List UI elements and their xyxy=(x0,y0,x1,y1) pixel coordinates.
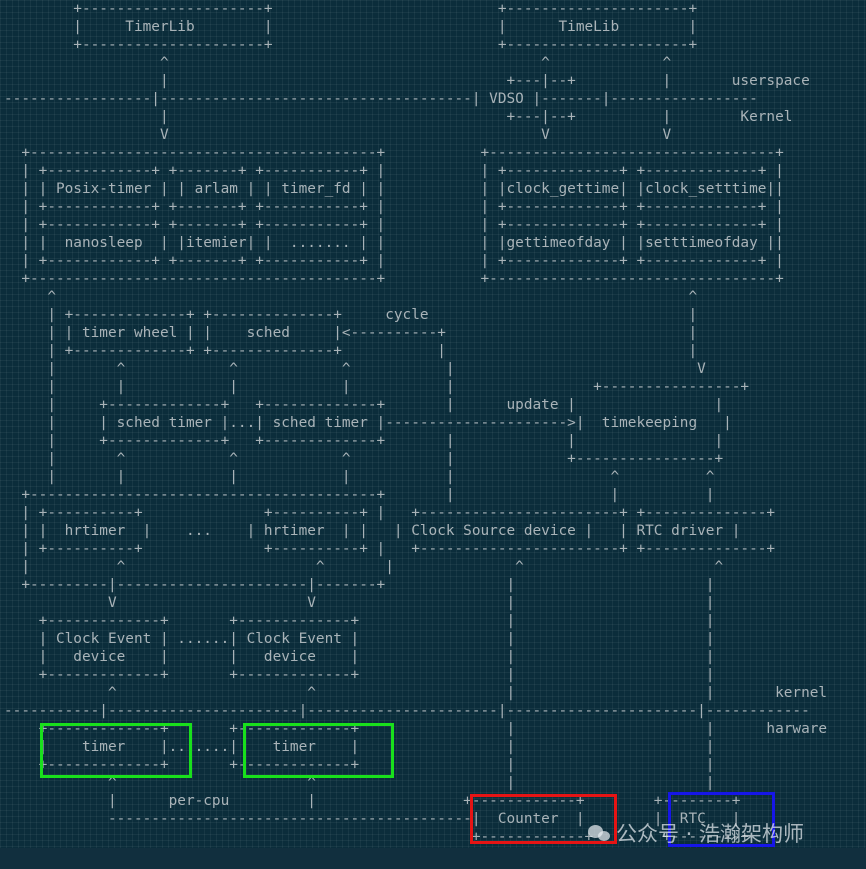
diagram-line: V V V xyxy=(4,127,672,143)
diagram-line: -----------------|----------------------… xyxy=(4,91,758,107)
diagram-line: | | Posix-timer | | arlam | | timer_fd |… xyxy=(4,181,784,197)
diagram-line: | +------------+ +-------+ +-----------+… xyxy=(4,199,784,215)
diagram-line: +---------------------------------------… xyxy=(4,271,784,287)
diagram-line: +---------------------+ +---------------… xyxy=(4,1,698,17)
watermark-text: 公众号 · 浩瀚架构师 xyxy=(616,822,805,846)
diagram-line: ^ ^ ^ xyxy=(4,55,672,71)
diagram-line: | Clock Event | ......| Clock Event | | … xyxy=(4,631,715,647)
diagram-line: -----------|----------------------|-----… xyxy=(4,703,810,719)
diagram-line: +---------|----------------------|------… xyxy=(4,577,715,593)
counter-box-highlight xyxy=(470,794,617,844)
diagram-line: | +-------------+ +-------------+ | | | xyxy=(4,433,724,449)
diagram-line: | | nanosleep | |itemier| | ....... | | … xyxy=(4,235,784,251)
diagram-line: +-------------+ +-------------+ | | xyxy=(4,757,715,773)
diagram-line: ^ ^ | | kernel xyxy=(4,685,828,701)
diagram-line: | device | | device | | | xyxy=(4,649,715,665)
diagram-line: | +----------+ +----------+ | +---------… xyxy=(4,541,776,557)
diagram-line: +---------------------+ +---------------… xyxy=(4,37,698,53)
diagram-line: | +---|--+ | userspace xyxy=(4,73,810,89)
rtc-box-highlight xyxy=(668,792,775,847)
diagram-line: ^ ^ xyxy=(4,289,698,305)
diagram-line: | | | | | ^ ^ xyxy=(4,469,715,485)
diagram-line: | ^ ^ | ^ ^ xyxy=(4,559,724,575)
diagram-line: | +-------------+ +--------------+ cycle… xyxy=(4,307,698,323)
diagram-line: | +---|--+ | Kernel xyxy=(4,109,793,125)
diagram-line: | per-cpu | +------------+ +--------+ xyxy=(4,793,741,809)
diagram-line: | +------------+ +-------+ +-----------+… xyxy=(4,163,784,179)
ascii-diagram: +---------------------+ +---------------… xyxy=(4,0,827,846)
diagram-line: | | timer wheel | | sched |<----------+ … xyxy=(4,325,698,341)
diagram-line: +---------------------------------------… xyxy=(4,145,784,161)
diagram-line: | | sched timer |...| sched timer |-----… xyxy=(4,415,732,431)
watermark: 公众号 · 浩瀚架构师 xyxy=(588,818,804,848)
diagram-line: +-------------+ +-------------+ | | xyxy=(4,613,715,629)
bottom-strip xyxy=(0,848,866,869)
diagram-line: | +------------+ +-------+ +-----------+… xyxy=(4,217,784,233)
diagram-line: | timer |.......| timer | | | xyxy=(4,739,715,755)
timer-box-1-highlight xyxy=(40,723,192,778)
diagram-line: V V | | xyxy=(4,595,715,611)
diagram-line: | TimerLib | | TimeLib | xyxy=(4,19,698,35)
wechat-icon xyxy=(588,823,612,843)
diagram-line: +-------------+ +-------------+ | | xyxy=(4,667,715,683)
diagram-line: | ^ ^ ^ | V xyxy=(4,361,706,377)
diagram-line: | ^ ^ ^ | +----------------+ xyxy=(4,451,724,467)
diagram-line: | +-------------+ +-------------+ | upda… xyxy=(4,397,724,413)
timer-box-2-highlight xyxy=(243,723,394,778)
diagram-line: +---------------------------------------… xyxy=(4,487,715,503)
diagram-line: | | | | | +----------------+ xyxy=(4,379,750,395)
diagram-line: ----------------------------------------… xyxy=(4,811,741,827)
diagram-line: ^ ^ | | xyxy=(4,775,715,791)
diagram-line: | | hrtimer | ... | hrtimer | | | Clock … xyxy=(4,523,741,539)
diagram-line: | +----------+ +----------+ | +---------… xyxy=(4,505,776,521)
diagram-line: | +------------+ +-------+ +-----------+… xyxy=(4,253,784,269)
diagram-line: | +-------------+ +--------------+ | | xyxy=(4,343,698,359)
